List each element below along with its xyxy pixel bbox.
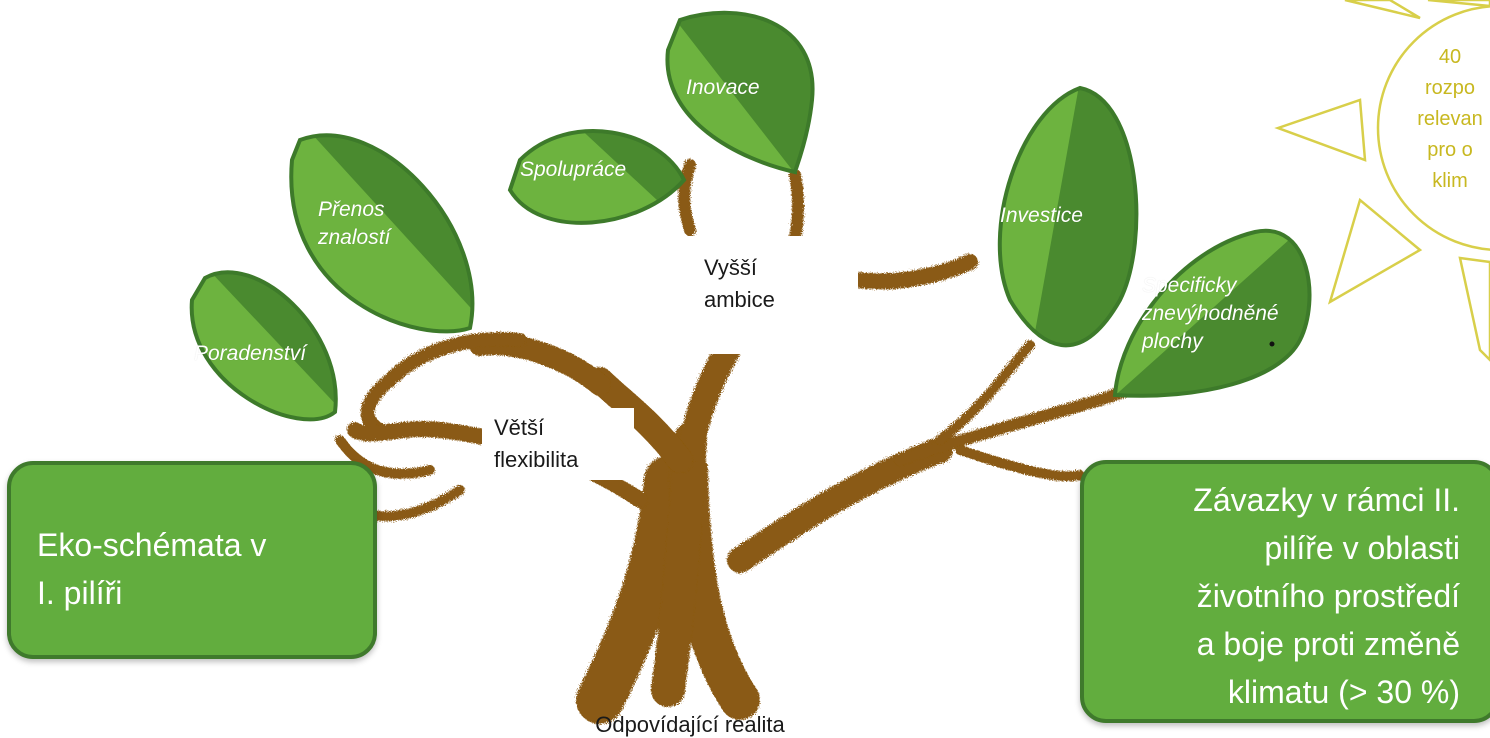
label-vetsi-flexibilita: Větší flexibilita (482, 408, 634, 480)
sun-text: 40 rozpo relevan pro o klim (1417, 46, 1483, 192)
box-zavazky-text: Závazky v rámci II. pilíře v oblasti živ… (1193, 482, 1460, 710)
box-eko-schemata-text: Eko-schémata v I. pilíři (37, 527, 267, 611)
leaf-label-spoluprace: Spolupráce (520, 158, 627, 181)
leaf-label-specificky: Specificky znevýhodněné plochy (1142, 274, 1279, 353)
leaf-label-inovace: Inovace (686, 76, 760, 99)
leaf-poradenstvi (189, 270, 338, 422)
label-mask-ambice (680, 236, 858, 354)
leaf-label-prenos: Přenos znalostí (318, 198, 391, 249)
box-eko-schemata: Eko-schémata v I. pilíři (7, 461, 377, 659)
leaf-label-investice: Investice (1000, 204, 1083, 227)
box-zavazky: Závazky v rámci II. pilíře v oblasti živ… (1080, 460, 1490, 723)
leaf-inovace (665, 10, 815, 175)
leaf-label-poradenstvi: Poradenství (194, 342, 307, 365)
label-vyssi-ambice: Vyšší ambice (704, 255, 775, 312)
label-odpovidajici-realita: Odpovídající realita (595, 712, 785, 737)
tree-trunk (335, 159, 1176, 724)
sun-shape (1274, 0, 1490, 362)
